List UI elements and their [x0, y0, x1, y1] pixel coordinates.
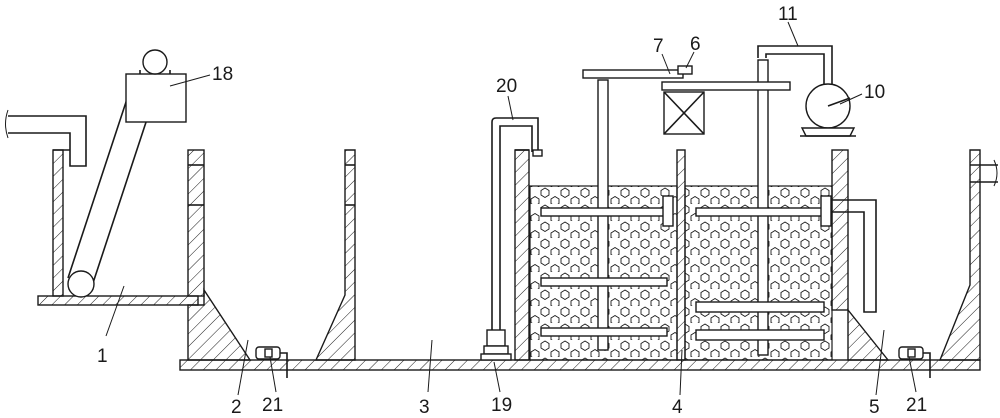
settling-hopper [847, 149, 998, 361]
drain-valve-right [898, 346, 931, 378]
inlet-pipe [5, 109, 87, 167]
grit-hopper [187, 149, 356, 361]
callout-7: 7 [653, 36, 664, 57]
callout-6: 6 [690, 34, 701, 55]
air-pipe [757, 45, 833, 96]
callout-21-left: 21 [262, 395, 283, 416]
regulating-tank [514, 149, 530, 361]
callout-1: 1 [97, 346, 108, 367]
drain-valve-left [255, 346, 288, 378]
callout-18: 18 [212, 64, 233, 85]
floor-slab [179, 359, 981, 371]
drive-belt [582, 65, 791, 91]
air-blower [800, 83, 856, 137]
callout-5: 5 [869, 397, 880, 418]
callout-3: 3 [419, 397, 430, 418]
gear-motor-box [663, 91, 705, 135]
callout-4: 4 [672, 397, 683, 418]
submersible-pump [480, 329, 512, 361]
callout-20: 20 [496, 76, 517, 97]
callout-11: 11 [778, 4, 798, 25]
callout-10: 10 [864, 82, 885, 103]
callout-19: 19 [491, 395, 512, 416]
overflow-channel [832, 199, 877, 313]
screen-chamber [37, 149, 205, 306]
agitator-left [540, 79, 674, 351]
leader-lines [105, 21, 917, 396]
callout-2: 2 [231, 397, 242, 418]
callout-21-right: 21 [906, 395, 927, 416]
conveyor-motor-box [125, 49, 187, 123]
lift-pipe [491, 117, 543, 344]
agitator-right [695, 59, 832, 356]
